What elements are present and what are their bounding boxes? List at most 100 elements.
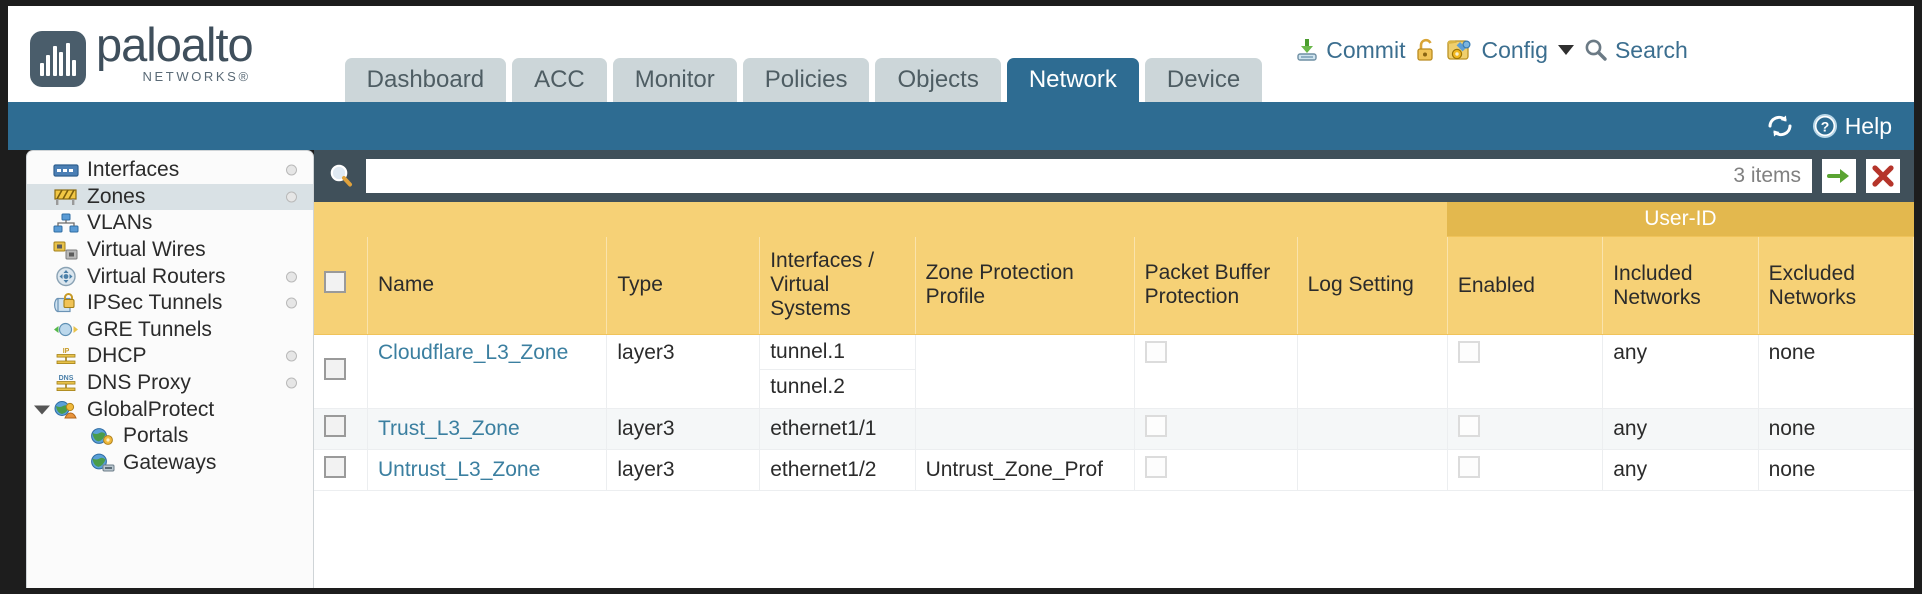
lock-button[interactable]	[1414, 37, 1438, 63]
column-header-zone-protection-profile[interactable]: Zone Protection Profile	[915, 236, 1135, 335]
refresh-icon[interactable]	[1765, 113, 1795, 139]
table-row[interactable]: Untrust_L3_Zone layer3 ethernet1/2 Untru…	[314, 449, 1915, 491]
main-nav-tabs: Dashboard ACC Monitor Policies Objects N…	[344, 6, 1269, 102]
tab-monitor[interactable]: Monitor	[612, 58, 737, 102]
search-button[interactable]: Search	[1583, 37, 1688, 64]
sidebar-item-virtual-wires[interactable]: Virtual Wires	[27, 237, 313, 264]
userid-enabled-checkbox[interactable]	[1457, 415, 1480, 437]
tab-network-label: Network	[1028, 66, 1117, 93]
brand-registered-mark: ®	[238, 69, 251, 84]
tab-device[interactable]: Device	[1144, 58, 1263, 102]
column-header-excluded-networks[interactable]: Excluded Networks	[1758, 236, 1915, 335]
sidebar-item-globalprotect[interactable]: GlobalProtect	[27, 396, 313, 423]
column-header-log-setting[interactable]: Log Setting	[1297, 236, 1448, 335]
sidebar-item-portals-label: Portals	[123, 424, 189, 448]
help-label: Help	[1844, 112, 1892, 139]
row-log-setting-cell	[1297, 449, 1448, 491]
column-header-interfaces[interactable]: Interfaces / Virtual Systems	[759, 236, 916, 335]
interface-entry: tunnel.1	[760, 335, 915, 370]
group-header-user-id: User-ID	[1447, 202, 1914, 237]
search-label: Search	[1614, 36, 1688, 63]
column-header-included-networks[interactable]: Included Networks	[1602, 236, 1759, 335]
dhcp-icon: IP	[53, 346, 79, 367]
virtual-wires-icon	[53, 240, 79, 261]
column-header-type[interactable]: Type	[606, 236, 761, 335]
interface-entry: tunnel.2	[770, 375, 845, 398]
sidebar-item-vlans-label: VLANs	[87, 211, 153, 235]
row-select-checkbox[interactable]	[324, 357, 346, 380]
tab-acc[interactable]: ACC	[512, 58, 607, 102]
packet-buffer-checkbox[interactable]	[1144, 341, 1167, 363]
tab-network[interactable]: Network	[1006, 58, 1139, 102]
column-header-packet-buffer-protection[interactable]: Packet Buffer Protection	[1134, 236, 1298, 335]
sidebar-item-dhcp-label: DHCP	[87, 344, 147, 368]
tab-objects[interactable]: Objects	[875, 58, 1001, 102]
row-log-setting-cell	[1297, 334, 1448, 409]
search-icon	[1583, 37, 1609, 63]
row-type-cell: layer3	[606, 449, 761, 491]
sidebar-item-interfaces[interactable]: Interfaces	[27, 157, 313, 184]
sidebar-item-dns-proxy[interactable]: DNS DNS Proxy	[27, 370, 313, 397]
zone-name-link[interactable]: Trust_L3_Zone	[377, 417, 520, 440]
tab-policies[interactable]: Policies	[742, 58, 870, 102]
select-all-checkbox[interactable]	[324, 271, 346, 294]
brand-tagline: NETWORKS	[142, 69, 239, 84]
zones-icon	[53, 186, 79, 207]
table-row[interactable]: Cloudflare_L3_Zone layer3 tunnel.1 tunne…	[314, 334, 1915, 409]
row-zone-protection-cell	[915, 408, 1135, 450]
column-header-name[interactable]: Name	[367, 236, 608, 335]
commit-button[interactable]: Commit	[1294, 37, 1405, 64]
paloalto-logo: paloalto NETWORKS®	[30, 21, 254, 87]
sidebar-item-portals[interactable]: Portals	[27, 423, 313, 450]
zones-table-head: User-ID Name Type Interfaces / Virtual S…	[314, 202, 1915, 335]
row-type-cell: layer3	[606, 408, 761, 450]
zone-name-link[interactable]: Cloudflare_L3_Zone	[377, 341, 569, 364]
sidebar-item-interfaces-label: Interfaces	[87, 158, 180, 182]
sidebar-item-ipsec-tunnels[interactable]: IPSec Tunnels	[27, 290, 313, 317]
tab-dashboard[interactable]: Dashboard	[344, 58, 507, 102]
column-header-userid-enabled[interactable]: Enabled	[1447, 236, 1604, 335]
sidebar-item-gre-tunnels[interactable]: GRE Tunnels	[27, 317, 313, 344]
zone-name-link[interactable]: Untrust_L3_Zone	[377, 458, 541, 481]
packet-buffer-checkbox[interactable]	[1144, 415, 1167, 437]
lock-icon	[1414, 37, 1438, 63]
green-arrow-icon	[1826, 163, 1852, 189]
gre-tunnels-icon	[53, 319, 79, 340]
sidebar-status-dot	[286, 271, 297, 283]
sidebar-item-virtual-routers[interactable]: Virtual Routers	[27, 263, 313, 290]
clear-filter-button[interactable]	[1866, 159, 1900, 193]
row-select-checkbox[interactable]	[324, 456, 346, 478]
packet-buffer-checkbox[interactable]	[1144, 456, 1167, 478]
search-input[interactable]	[377, 160, 1726, 192]
dns-proxy-icon: DNS	[53, 373, 79, 394]
userid-enabled-checkbox[interactable]	[1457, 456, 1480, 478]
sidebar-item-globalprotect-label: GlobalProtect	[87, 397, 215, 421]
zones-table: User-ID Name Type Interfaces / Virtual S…	[314, 202, 1915, 491]
search-magnifier-icon[interactable]	[328, 162, 356, 190]
sidebar-item-zones[interactable]: Zones	[27, 183, 313, 211]
sidebar-item-vlans[interactable]: VLANs	[27, 210, 313, 237]
sidebar-item-gateways[interactable]: Gateways	[27, 450, 313, 477]
commit-icon	[1294, 37, 1320, 63]
row-included-networks-cell: any	[1602, 334, 1759, 409]
header-tools: Commit	[1294, 6, 1688, 102]
row-select-checkbox[interactable]	[324, 415, 346, 437]
sidebar-item-dhcp[interactable]: IP DHCP	[27, 343, 313, 370]
row-excluded-networks-cell: none	[1758, 334, 1915, 409]
expander-triangle-icon[interactable]	[34, 405, 50, 415]
row-included-networks-cell: any	[1602, 449, 1759, 491]
table-row[interactable]: Trust_L3_Zone layer3 ethernet1/1 any non…	[314, 408, 1915, 450]
chevron-down-icon[interactable]	[1557, 45, 1574, 55]
items-count-label: 3 items	[1733, 164, 1801, 187]
row-packet-buffer-cell	[1134, 449, 1298, 491]
apply-filter-button[interactable]	[1822, 159, 1856, 193]
tab-dashboard-label: Dashboard	[366, 66, 485, 93]
sidebar-item-dns-proxy-label: DNS Proxy	[87, 371, 191, 395]
config-menu[interactable]: Config	[1447, 37, 1574, 64]
filter-input-wrapper[interactable]: 3 items	[366, 159, 1812, 193]
userid-enabled-checkbox[interactable]	[1457, 341, 1480, 363]
sidebar-status-dot	[286, 377, 297, 389]
group-header-row: User-ID	[314, 202, 1914, 237]
help-button[interactable]: ? Help	[1811, 112, 1892, 140]
svg-text:IP: IP	[63, 348, 70, 355]
